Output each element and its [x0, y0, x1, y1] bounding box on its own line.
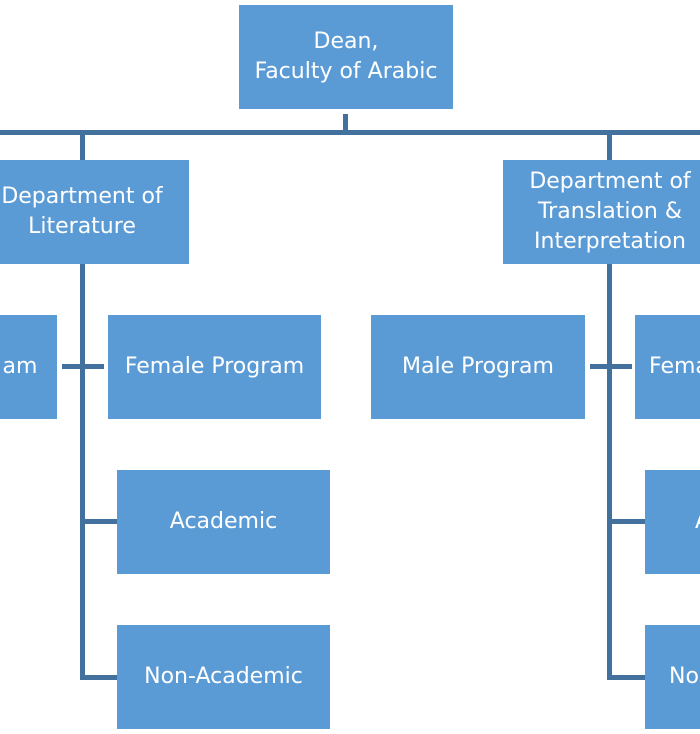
- lit-non-academic-box: Non-Academic: [117, 625, 330, 729]
- trans-male-program-label: Male Program: [402, 354, 554, 379]
- trans-female-program-box: Fema: [635, 315, 700, 419]
- lit-male-program-label: am: [2, 354, 38, 379]
- connector-lit-academic: [80, 519, 118, 524]
- connector-top-horizontal: [0, 130, 700, 135]
- connector-trans-programs: [590, 364, 632, 369]
- department-translation-label: Department of Translation & Interpretati…: [529, 169, 691, 254]
- connector-lit-programs: [62, 364, 104, 369]
- connector-literature-trunk: [80, 264, 85, 680]
- connector-dean-down: [343, 114, 348, 132]
- lit-female-program-label: Female Program: [124, 354, 305, 379]
- trans-female-program-label: Fema: [649, 354, 700, 379]
- dean-label: Dean, Faculty of Arabic: [254, 29, 438, 84]
- connector-trans-academic: [607, 519, 645, 524]
- trans-non-academic-label: No: [669, 664, 699, 689]
- connector-to-literature: [80, 130, 85, 160]
- connector-trans-non-academic: [607, 675, 645, 680]
- trans-academic-box: A: [645, 470, 700, 574]
- trans-male-program-box: Male Program: [371, 315, 585, 419]
- trans-academic-label: A: [695, 507, 700, 537]
- lit-female-program-box: Female Program: [108, 315, 321, 419]
- connector-lit-non-academic: [80, 675, 118, 680]
- dean-box: Dean, Faculty of Arabic: [239, 5, 453, 109]
- department-literature-box: Department of Literature: [0, 160, 189, 264]
- trans-non-academic-box: No: [645, 625, 700, 729]
- lit-male-program-box: am: [0, 315, 57, 419]
- lit-non-academic-label: Non-Academic: [144, 664, 303, 689]
- lit-academic-label: Academic: [169, 509, 278, 534]
- connector-to-translation: [607, 130, 612, 160]
- connector-translation-trunk: [607, 264, 612, 680]
- department-translation-box: Department of Translation & Interpretati…: [503, 160, 700, 264]
- department-literature-label: Department of Literature: [1, 184, 163, 239]
- lit-academic-box: Academic: [117, 470, 330, 574]
